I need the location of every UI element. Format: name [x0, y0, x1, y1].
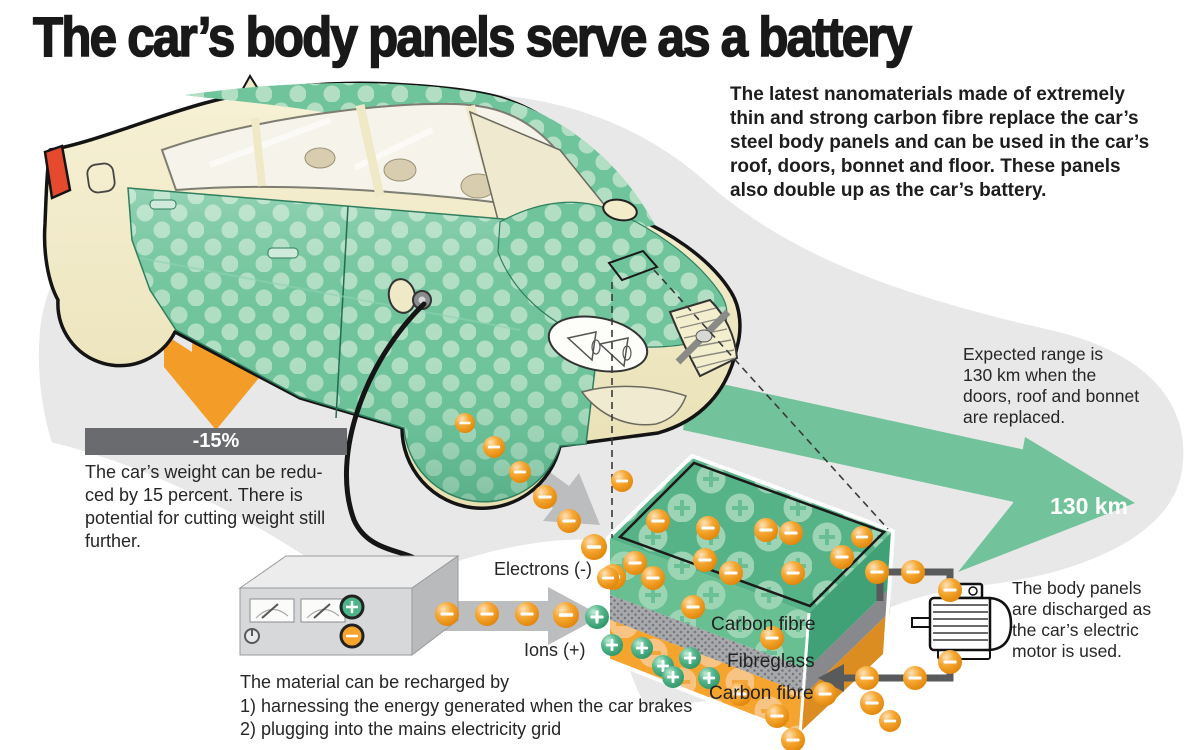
- electron-ball-icon: [901, 560, 925, 584]
- meter-gauge: [300, 598, 346, 623]
- electron-ball-icon: [938, 578, 962, 602]
- electron-ball-icon: [781, 561, 805, 585]
- electron-ball-icon: [597, 567, 619, 589]
- electron-ball-icon: [830, 545, 854, 569]
- charger-device: [238, 555, 460, 657]
- electron-ball-icon: [696, 516, 720, 540]
- electron-ball-icon: [553, 602, 579, 628]
- electron-ball-icon: [681, 595, 705, 619]
- particles: [435, 413, 962, 750]
- electron-ball-icon: [938, 650, 962, 674]
- electrons-label: Electrons (-): [494, 559, 593, 579]
- electron-ball-icon: [641, 566, 665, 590]
- meter-gauge: [249, 598, 295, 623]
- wire-arrowhead: [818, 664, 844, 692]
- minus-button: [339, 623, 365, 649]
- electron-ball-icon: [509, 461, 531, 483]
- electron-ball-icon: [879, 710, 901, 732]
- electron-ball-icon: [611, 470, 633, 492]
- door-handle: [267, 247, 299, 259]
- wing-mirror: [602, 198, 638, 222]
- car-illustration: [42, 74, 742, 510]
- intro-text: The latest nanomaterials made of extreme…: [730, 84, 1150, 201]
- electron-ball-icon: [779, 521, 803, 545]
- electron-ball-icon: [557, 509, 581, 533]
- recharge-note: The material can be recharged by 1) harn…: [240, 672, 693, 739]
- ion-ball-icon: [679, 647, 701, 669]
- electron-ball-icon: [728, 682, 752, 706]
- electron-ball-icon: [646, 509, 670, 533]
- electron-ball-icon: [754, 518, 778, 542]
- electron-ball-icon: [475, 602, 499, 626]
- motor-icon: [911, 582, 1013, 660]
- electron-ball-icon: [455, 413, 475, 433]
- ion-ball-icon: [631, 637, 653, 659]
- layer-label-carbon-bottom: Carbon fibre: [709, 683, 814, 704]
- electron-ball-icon: [719, 561, 743, 585]
- electron-ball-icon: [581, 534, 607, 560]
- layer-label-carbon-top: Carbon fibre: [711, 614, 816, 635]
- door-panel: [127, 187, 613, 503]
- fog-lamp-slot: [580, 385, 687, 426]
- ion-ball-icon: [698, 667, 720, 689]
- weight-arrow: [164, 300, 268, 430]
- power-icon: [244, 628, 260, 644]
- range-arrow: [683, 377, 1135, 572]
- layer-label-fibreglass: Fibreglass: [727, 651, 815, 672]
- electron-ball-icon: [760, 626, 784, 650]
- door-handle: [149, 199, 177, 210]
- layer-fibreglass: [608, 594, 807, 694]
- electron-ball-icon: [781, 728, 805, 750]
- grille: [668, 298, 739, 378]
- headlight-icon: [547, 315, 649, 373]
- weight-note: The car’s weight can be redu- ced by 15 …: [85, 462, 326, 551]
- range-note: Expected range is 130 km when the doors,…: [963, 344, 1140, 427]
- weight-badge: -15%: [85, 428, 347, 455]
- bonnet-sample-frame: [607, 249, 659, 282]
- electron-ball-icon: [515, 602, 539, 626]
- fuel-flap: [86, 162, 116, 194]
- electron-ball-icon: [860, 691, 884, 715]
- ion-ball-icon: [585, 605, 609, 629]
- electron-ball-icon: [813, 682, 837, 706]
- ions-label: Ions (+): [524, 640, 586, 660]
- electron-ball-icon: [533, 485, 557, 509]
- ion-ball-icon: [601, 634, 623, 656]
- zoom-dash-line: [611, 269, 889, 538]
- electron-ball-icon: [855, 666, 879, 690]
- electron-ball-icon: [693, 548, 717, 572]
- electron-ball-icon: [865, 560, 889, 584]
- charge-cable: [344, 301, 427, 569]
- electron-ball-icon: [851, 526, 873, 548]
- electron-flow-arrow: [424, 587, 602, 645]
- electron-ball-icon: [765, 704, 789, 728]
- taillight: [43, 144, 72, 200]
- discharge-note: The body panels are discharged as the ca…: [1012, 578, 1152, 661]
- ion-ball-icon: [662, 666, 684, 688]
- electron-ball-icon: [623, 551, 647, 575]
- electron-ball-icon: [903, 666, 927, 690]
- plus-button: [339, 594, 365, 620]
- range-value-badge: 130 km: [1050, 493, 1129, 519]
- electron-ball-icon: [483, 436, 505, 458]
- page-title: The car’s body panels serve as a battery: [32, 4, 913, 69]
- zoom-frame: [617, 461, 887, 608]
- electron-ball-icon: [435, 602, 459, 626]
